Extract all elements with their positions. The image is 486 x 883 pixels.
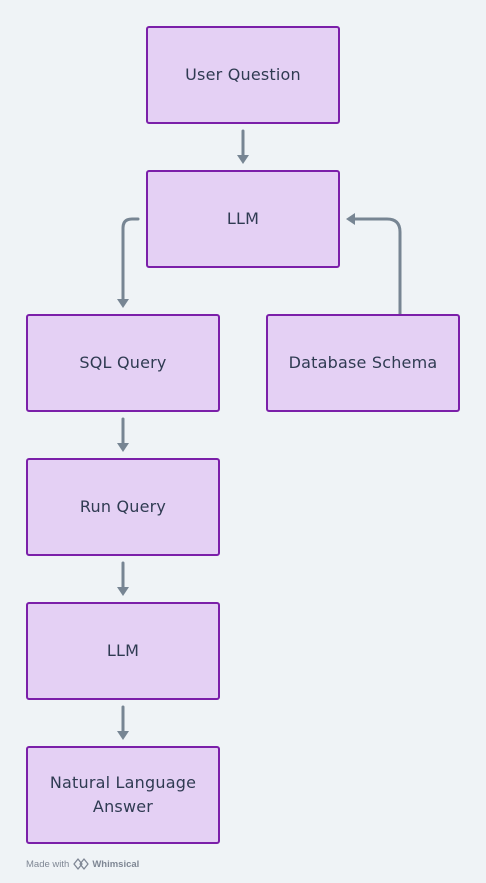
node-llm[interactable]: LLM <box>146 170 340 268</box>
arrowhead <box>237 155 249 164</box>
made-with-badge[interactable]: Made with Whimsical <box>26 856 139 872</box>
arrowhead <box>117 443 129 452</box>
node-label: Natural Language Answer <box>49 773 197 816</box>
node-label: User Question <box>185 65 301 84</box>
node-user-question[interactable]: User Question <box>146 26 340 124</box>
edge-database-schema-to-llm <box>353 217 402 316</box>
node-label: SQL Query <box>79 353 167 372</box>
node-label: LLM <box>106 641 140 660</box>
node-label: Run Query <box>79 497 167 516</box>
node-label: LLM <box>226 209 260 228</box>
brand-name: Whimsical <box>92 858 140 870</box>
edge-llm-to-sql-query <box>121 217 140 301</box>
node-sql-query[interactable]: SQL Query <box>26 314 220 412</box>
node-natural-language-answer[interactable]: Natural Language Answer <box>26 746 220 844</box>
arrowhead <box>117 731 129 740</box>
whimsical-logo-icon <box>73 858 89 870</box>
arrowhead <box>117 587 129 596</box>
node-llm-answer[interactable]: LLM <box>26 602 220 700</box>
node-label: Database Schema <box>288 353 438 372</box>
arrowhead <box>346 213 355 225</box>
arrowhead <box>117 299 129 308</box>
made-with-text: Made with <box>26 858 70 870</box>
node-database-schema[interactable]: Database Schema <box>266 314 460 412</box>
node-run-query[interactable]: Run Query <box>26 458 220 556</box>
